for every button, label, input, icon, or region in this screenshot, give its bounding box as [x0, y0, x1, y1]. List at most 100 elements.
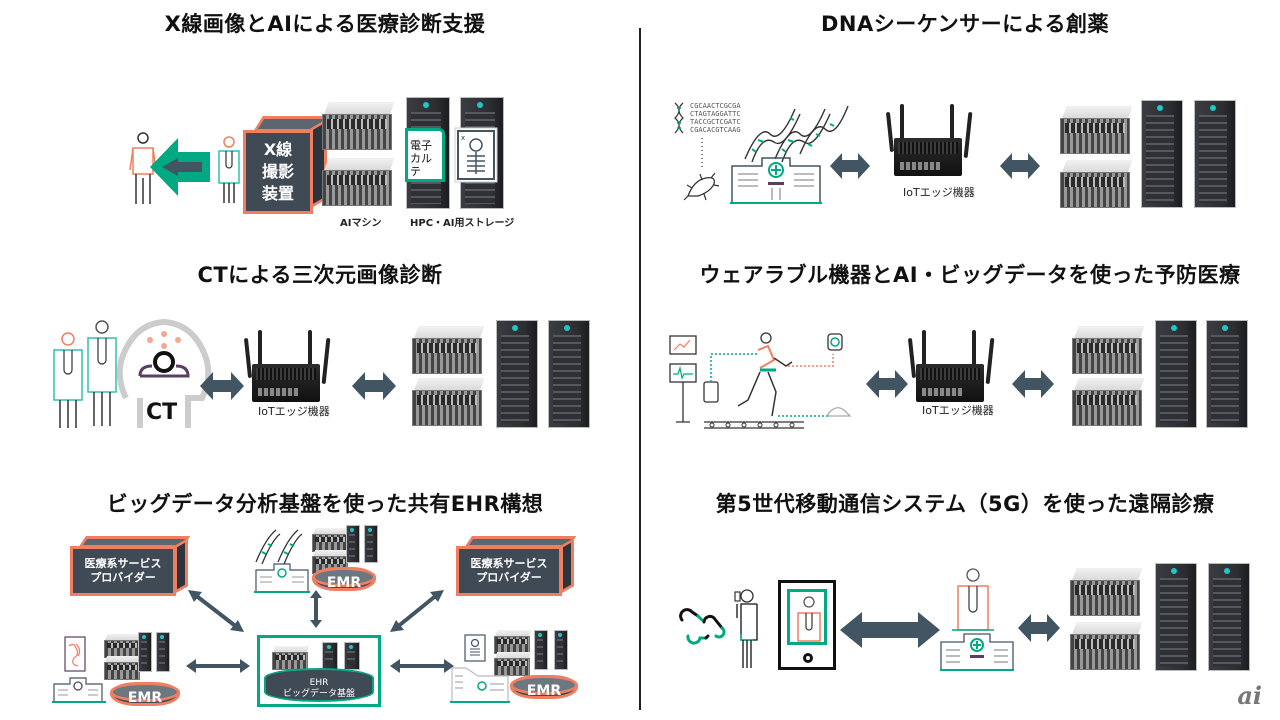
logo: ai	[1237, 681, 1262, 710]
pills-icon	[679, 608, 726, 645]
double-arrow-icon	[866, 370, 908, 398]
dna-helix-group-icon	[744, 105, 849, 163]
iot-label-ct: IoTエッジ機器	[258, 405, 330, 418]
emr-database: EMR	[110, 682, 180, 706]
double-arrow-icon	[200, 372, 244, 400]
rack-icon	[344, 642, 360, 670]
caption-storage: HPC・AI用ストレージ	[410, 218, 515, 229]
ai-server-1	[322, 102, 395, 150]
svg-text:x: x	[461, 134, 465, 142]
ai-server-2	[322, 158, 395, 206]
doctor-icon	[87, 320, 117, 426]
double-arrow-icon	[840, 612, 940, 648]
hospital-icon	[728, 157, 824, 204]
iot-edge-device-icon	[880, 104, 976, 184]
dna-seq-2: CTAGTAGGATTC	[690, 110, 741, 118]
document-icon	[64, 636, 86, 672]
caption-ai-machine: AIマシン	[340, 218, 382, 229]
hospital-icon	[254, 563, 310, 593]
emr-label: EMR	[127, 690, 163, 706]
left-arrow-icon	[150, 138, 210, 196]
emr-label: EMR	[526, 683, 562, 699]
hub-label-2: ビッグデータ基盤	[282, 689, 355, 699]
emr-database: EMR	[510, 675, 578, 699]
xray-label-line-1: X線	[263, 140, 293, 159]
panel-title-ct: CTによる三次元画像診断	[197, 263, 443, 287]
server-icon	[494, 630, 532, 654]
dna-sequence-text: CGCAACTCGCGA CTAGTAGGATTC TACCGCTCGATC C…	[690, 102, 741, 134]
panel-divider	[639, 28, 641, 710]
rack-icon	[1208, 563, 1250, 671]
ehr-hub-db: EHR ビッグデータ基盤	[264, 668, 374, 702]
treadmill-icon	[704, 421, 804, 429]
server-icon	[1060, 106, 1133, 154]
double-arrow-icon	[830, 153, 870, 179]
runner-icon	[737, 332, 793, 417]
hospital-icon	[52, 677, 106, 703]
rack-icon	[156, 632, 170, 672]
ct-label: CT	[146, 400, 178, 425]
dna-seq-1: CGCAACTCGCGA	[690, 102, 741, 110]
double-arrow-icon	[1012, 370, 1054, 398]
server-icon	[1070, 568, 1143, 616]
provider-label-2: プロバイダー	[90, 571, 156, 584]
panel-title-5g: 第5世代移動通信システム（5G）を使った遠隔診療	[715, 492, 1215, 516]
rack-icon	[1206, 320, 1248, 428]
double-arrow-icon	[352, 372, 396, 400]
server-icon	[1072, 378, 1145, 426]
xray-label-line-3: 装置	[261, 184, 294, 203]
rack-icon	[1141, 100, 1183, 208]
rack-icon	[548, 320, 590, 428]
emr-label: EMR	[326, 575, 362, 591]
dotted-line	[701, 138, 703, 168]
rack-icon	[138, 632, 152, 672]
smartwatch-icon	[827, 333, 843, 351]
double-arrow-icon	[390, 659, 454, 673]
server-icon	[1070, 622, 1143, 670]
panel-title-wearable: ウェアラブル機器とAI・ビッグデータを使った予防医療	[699, 263, 1241, 287]
bacteria-icon	[683, 172, 720, 201]
server-icon	[1060, 160, 1133, 208]
ehr-card-icon: 電子 カルテ	[405, 128, 445, 182]
server-icon	[1072, 326, 1145, 374]
dna-seq-4: CGACACGTCAAG	[690, 126, 741, 134]
dna-seq-3: TACCGCTCGATC	[690, 118, 741, 126]
rack-icon	[496, 320, 538, 428]
ehr-card-line-2: カルテ	[410, 152, 432, 178]
hospital-icon	[938, 632, 1016, 672]
server-icon	[494, 652, 532, 676]
panel-title-dna: DNAシーケンサーによる創薬	[821, 12, 1109, 36]
doctor-icon	[797, 596, 821, 642]
patient-phone-icon	[734, 589, 758, 668]
dna-small-icon	[674, 102, 684, 134]
wearable-illustration	[669, 332, 852, 429]
ehr-arrows	[188, 590, 444, 632]
double-arrow-icon	[186, 659, 250, 673]
rack-icon	[364, 525, 378, 563]
hub-label-1: EHR	[309, 678, 329, 688]
provider-label-1: 医療系サービス	[84, 557, 162, 570]
rack-icon	[1194, 100, 1236, 208]
ehr-card-line-1: 電子	[410, 139, 432, 152]
xray-image-icon	[464, 634, 486, 662]
iot-label-wearable: IoTエッジ機器	[922, 404, 994, 417]
dna-icon	[255, 529, 303, 565]
panel-title-xray: X線画像とAIによる医療診断支援	[164, 12, 486, 36]
rack-icon	[1155, 563, 1197, 671]
shoe-icon	[827, 407, 852, 417]
iot-edge-device-icon	[238, 330, 334, 410]
server-icon	[104, 656, 142, 680]
iot-edge-device-icon	[902, 330, 998, 410]
panel-title-ehr: ビッグデータ分析基盤を使った共有EHR構想	[106, 492, 544, 516]
server-icon	[412, 378, 485, 426]
hospital-icon	[450, 667, 510, 703]
xray-image-icon: x	[454, 127, 498, 183]
xray-label-line-2: 撮影	[261, 162, 294, 181]
rack-icon	[534, 630, 548, 670]
doctor-icon	[952, 568, 994, 631]
double-arrow-icon	[188, 590, 444, 632]
monitor-icon	[669, 335, 697, 423]
rack-icon	[346, 525, 360, 563]
emr-database: EMR	[312, 567, 376, 591]
rack-icon	[554, 630, 568, 670]
